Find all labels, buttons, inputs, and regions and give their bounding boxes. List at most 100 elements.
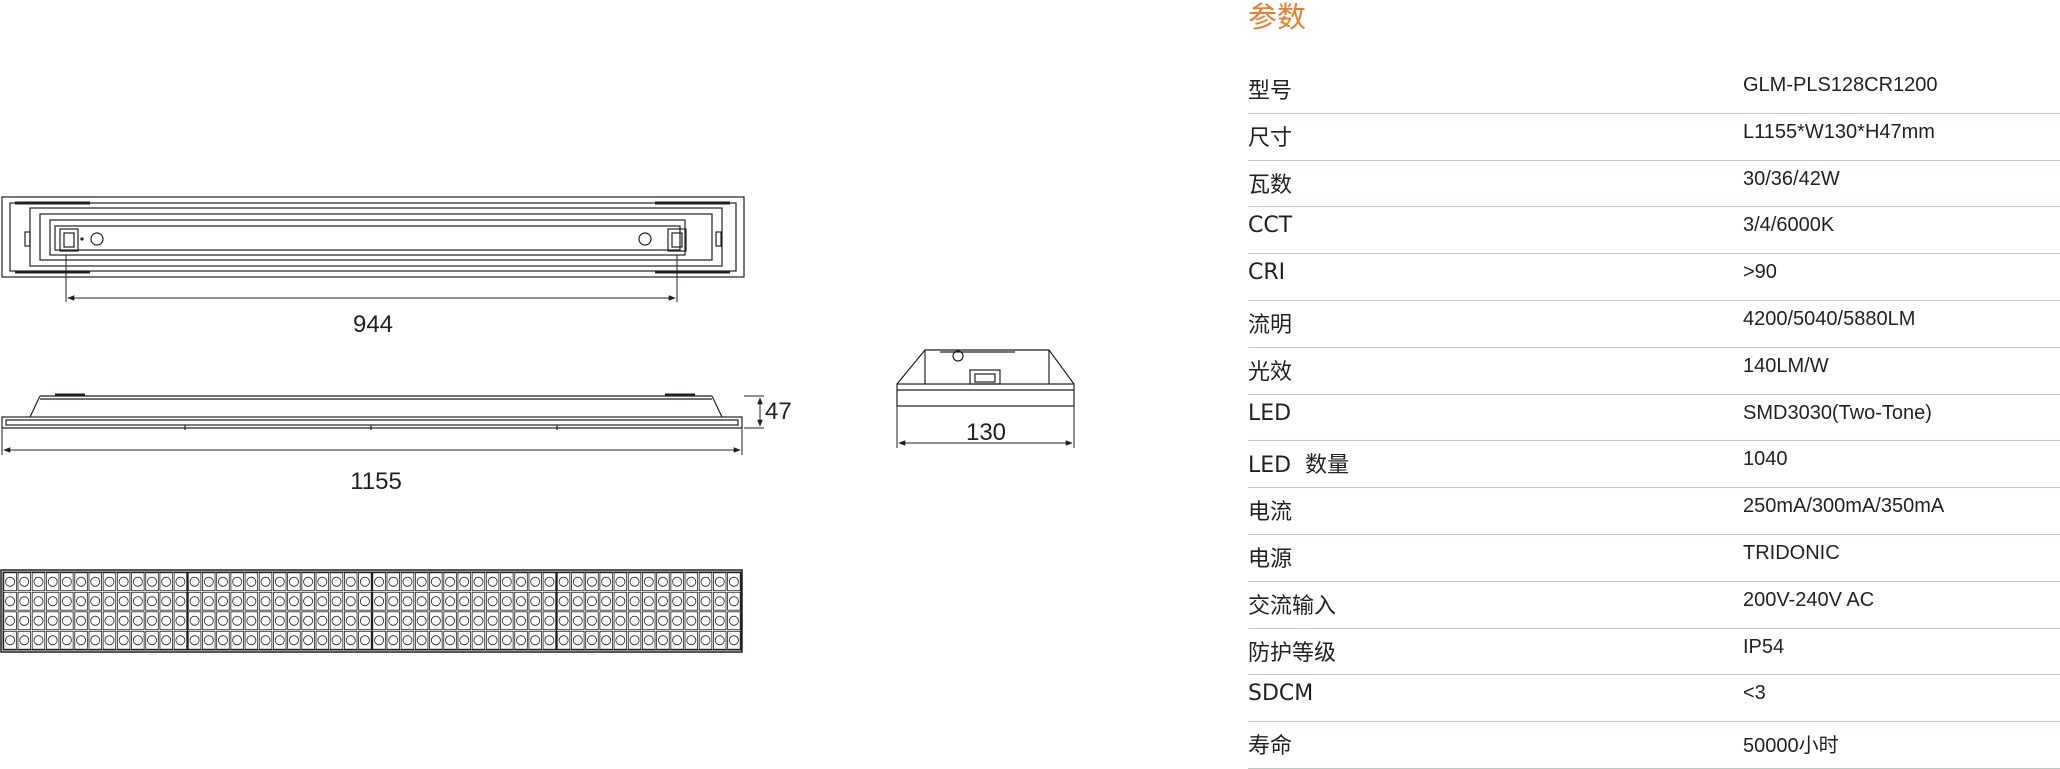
- spec-row-cri: CRI >90: [1248, 254, 2060, 301]
- led-lens: [47, 635, 58, 646]
- led-lens-cell: [372, 572, 386, 592]
- led-lens: [686, 615, 697, 626]
- led-lens-cell: [344, 630, 358, 650]
- led-lens-cell: [471, 572, 486, 592]
- spec-row-sdcm: SDCM <3: [1248, 675, 2060, 723]
- led-lens: [700, 576, 711, 587]
- led-lens-cell: [528, 591, 542, 611]
- led-lens-cell: [315, 572, 330, 592]
- led-lens: [218, 596, 228, 607]
- led-lens-cell: [202, 591, 216, 611]
- led-lens: [76, 576, 86, 587]
- led-lens: [672, 596, 683, 607]
- led-lens: [161, 635, 172, 646]
- led-lens-cell: [344, 572, 358, 592]
- spec-label: 交流输入: [1248, 593, 1337, 619]
- led-lens: [90, 576, 101, 587]
- led-lens-cell: [358, 630, 372, 650]
- led-lens-cell: [230, 611, 244, 631]
- led-lens: [359, 615, 370, 626]
- spec-label: 光效: [1248, 359, 1293, 385]
- led-lens: [90, 635, 101, 646]
- led-lens-cell: [542, 630, 557, 650]
- led-lens-cell: [17, 630, 31, 650]
- led-lens-cell: [642, 572, 656, 592]
- led-lens-cell: [88, 591, 102, 611]
- led-lens-cell: [187, 611, 202, 631]
- dimension-47-label: 47: [765, 398, 792, 425]
- spec-label: 电流: [1248, 500, 1293, 526]
- led-lens: [260, 615, 271, 626]
- led-lens: [260, 576, 271, 587]
- led-lens-cell: [74, 611, 88, 631]
- led-lens: [303, 596, 314, 607]
- led-lens-cell: [329, 591, 344, 611]
- led-lens: [19, 615, 30, 626]
- spec-row-efficacy: 光效 140LM/W: [1248, 348, 2060, 395]
- led-lens: [430, 635, 441, 646]
- led-lens-cell: [698, 630, 713, 650]
- spec-value: IP54: [1743, 635, 1785, 658]
- led-lens-cell: [230, 591, 244, 611]
- led-lens: [530, 576, 541, 587]
- led-lens-cell: [102, 630, 117, 650]
- led-lens: [686, 596, 697, 607]
- led-lens: [501, 635, 512, 646]
- led-lens: [487, 635, 498, 646]
- led-lens: [33, 576, 44, 587]
- led-lens: [572, 615, 583, 626]
- led-lens: [629, 615, 640, 626]
- led-lens: [289, 596, 299, 607]
- led-lens-cell: [301, 572, 315, 592]
- led-lens-cell: [258, 591, 273, 611]
- led-lens: [189, 576, 200, 587]
- led-lens: [232, 615, 243, 626]
- led-lens-cell: [187, 591, 202, 611]
- led-lens: [558, 615, 569, 626]
- spec-value: SMD3030(Two-Tone): [1743, 401, 1932, 424]
- led-lens: [416, 596, 427, 607]
- led-lens-cell: [116, 591, 131, 611]
- led-lens: [558, 596, 569, 607]
- spec-label: 防护等级: [1248, 640, 1337, 666]
- led-lens-cell: [713, 591, 727, 611]
- led-lens-cell: [457, 591, 471, 611]
- led-lens-cell: [31, 591, 46, 611]
- led-lens-cell: [273, 591, 287, 611]
- led-lens-cell: [88, 572, 102, 592]
- spec-label: 瓦数: [1248, 172, 1293, 198]
- spec-row-model: 型号 GLM-PLS128CR1200: [1248, 67, 2060, 114]
- led-lens-cell: [45, 572, 60, 592]
- led-lens-cell: [329, 630, 344, 650]
- led-lens: [530, 615, 541, 626]
- led-lens-cell: [60, 572, 74, 592]
- led-lens: [132, 596, 143, 607]
- led-lens: [658, 576, 668, 587]
- led-lens-cell: [542, 591, 557, 611]
- spec-value: 140LM/W: [1743, 354, 1829, 377]
- led-lens: [686, 635, 697, 646]
- led-lens-cell: [258, 611, 273, 631]
- spec-value: TRIDONIC: [1743, 541, 1840, 564]
- led-lens-cell: [3, 572, 17, 592]
- led-lens-cell: [287, 611, 301, 631]
- led-lens: [76, 615, 86, 626]
- led-lens: [615, 596, 626, 607]
- led-lens-cell: [159, 630, 173, 650]
- spec-value: L1155*W130*H47mm: [1743, 120, 1935, 143]
- spec-value: >90: [1743, 261, 1777, 284]
- led-lens-cell: [3, 630, 17, 650]
- led-lens-cell: [542, 611, 557, 631]
- led-lens: [132, 576, 143, 587]
- led-lens: [303, 576, 314, 587]
- led-lens: [175, 615, 186, 626]
- led-lens: [118, 596, 129, 607]
- led-lens: [516, 596, 526, 607]
- led-lens: [615, 635, 626, 646]
- led-lens-cell: [414, 611, 429, 631]
- led-lens: [161, 576, 172, 587]
- led-lens: [161, 596, 172, 607]
- led-lens: [132, 615, 143, 626]
- led-lens-cell: [358, 611, 372, 631]
- led-lens-cell: [145, 611, 159, 631]
